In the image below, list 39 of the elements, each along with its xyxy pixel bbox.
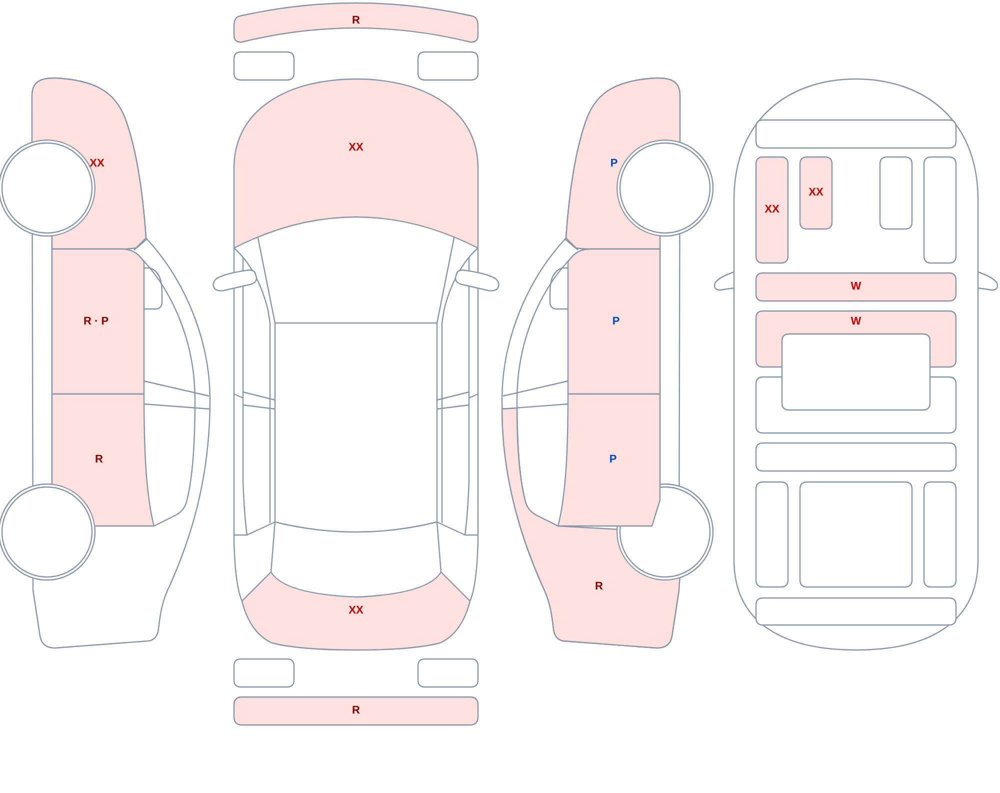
hood-panel xyxy=(234,79,478,249)
headlight xyxy=(234,52,294,80)
interior-panel xyxy=(756,157,788,263)
trunk-panel xyxy=(242,572,470,650)
interior-panel xyxy=(924,157,956,263)
interior-panel xyxy=(756,273,956,301)
damage-code: W xyxy=(850,280,862,294)
interior-panel xyxy=(782,334,930,410)
interior-panel xyxy=(880,157,912,229)
interior-panel xyxy=(756,443,956,471)
interior-panel xyxy=(800,482,912,587)
taillight xyxy=(418,659,478,687)
interior-panel xyxy=(756,120,956,148)
damage-code: R xyxy=(352,14,360,28)
damage-code: XX xyxy=(348,604,364,618)
rear-door-panel xyxy=(558,394,660,526)
front-door-panel xyxy=(568,249,660,394)
interior-panel xyxy=(756,598,956,625)
damage-code: P xyxy=(612,316,620,328)
damage-code: R xyxy=(595,580,603,594)
damage-code: XX xyxy=(348,142,364,154)
front-bumper xyxy=(234,3,478,43)
damage-code: XX xyxy=(808,186,824,200)
headlight xyxy=(418,52,478,80)
damage-code: R · P xyxy=(83,316,109,328)
damage-code: R xyxy=(352,704,360,718)
front-door-panel xyxy=(52,249,144,394)
interior-panel xyxy=(924,482,956,587)
damage-code: W xyxy=(850,316,862,328)
rear-bumper xyxy=(234,697,478,725)
damage-code: XX xyxy=(764,204,780,216)
damage-code: P xyxy=(609,454,617,466)
rear-door-panel xyxy=(52,394,154,526)
damage-code: P xyxy=(610,158,618,170)
damage-code: R xyxy=(95,454,103,466)
interior-panel xyxy=(800,157,832,229)
damage-code: XX xyxy=(90,158,104,170)
taillight xyxy=(234,659,294,687)
interior-panel xyxy=(756,482,788,587)
